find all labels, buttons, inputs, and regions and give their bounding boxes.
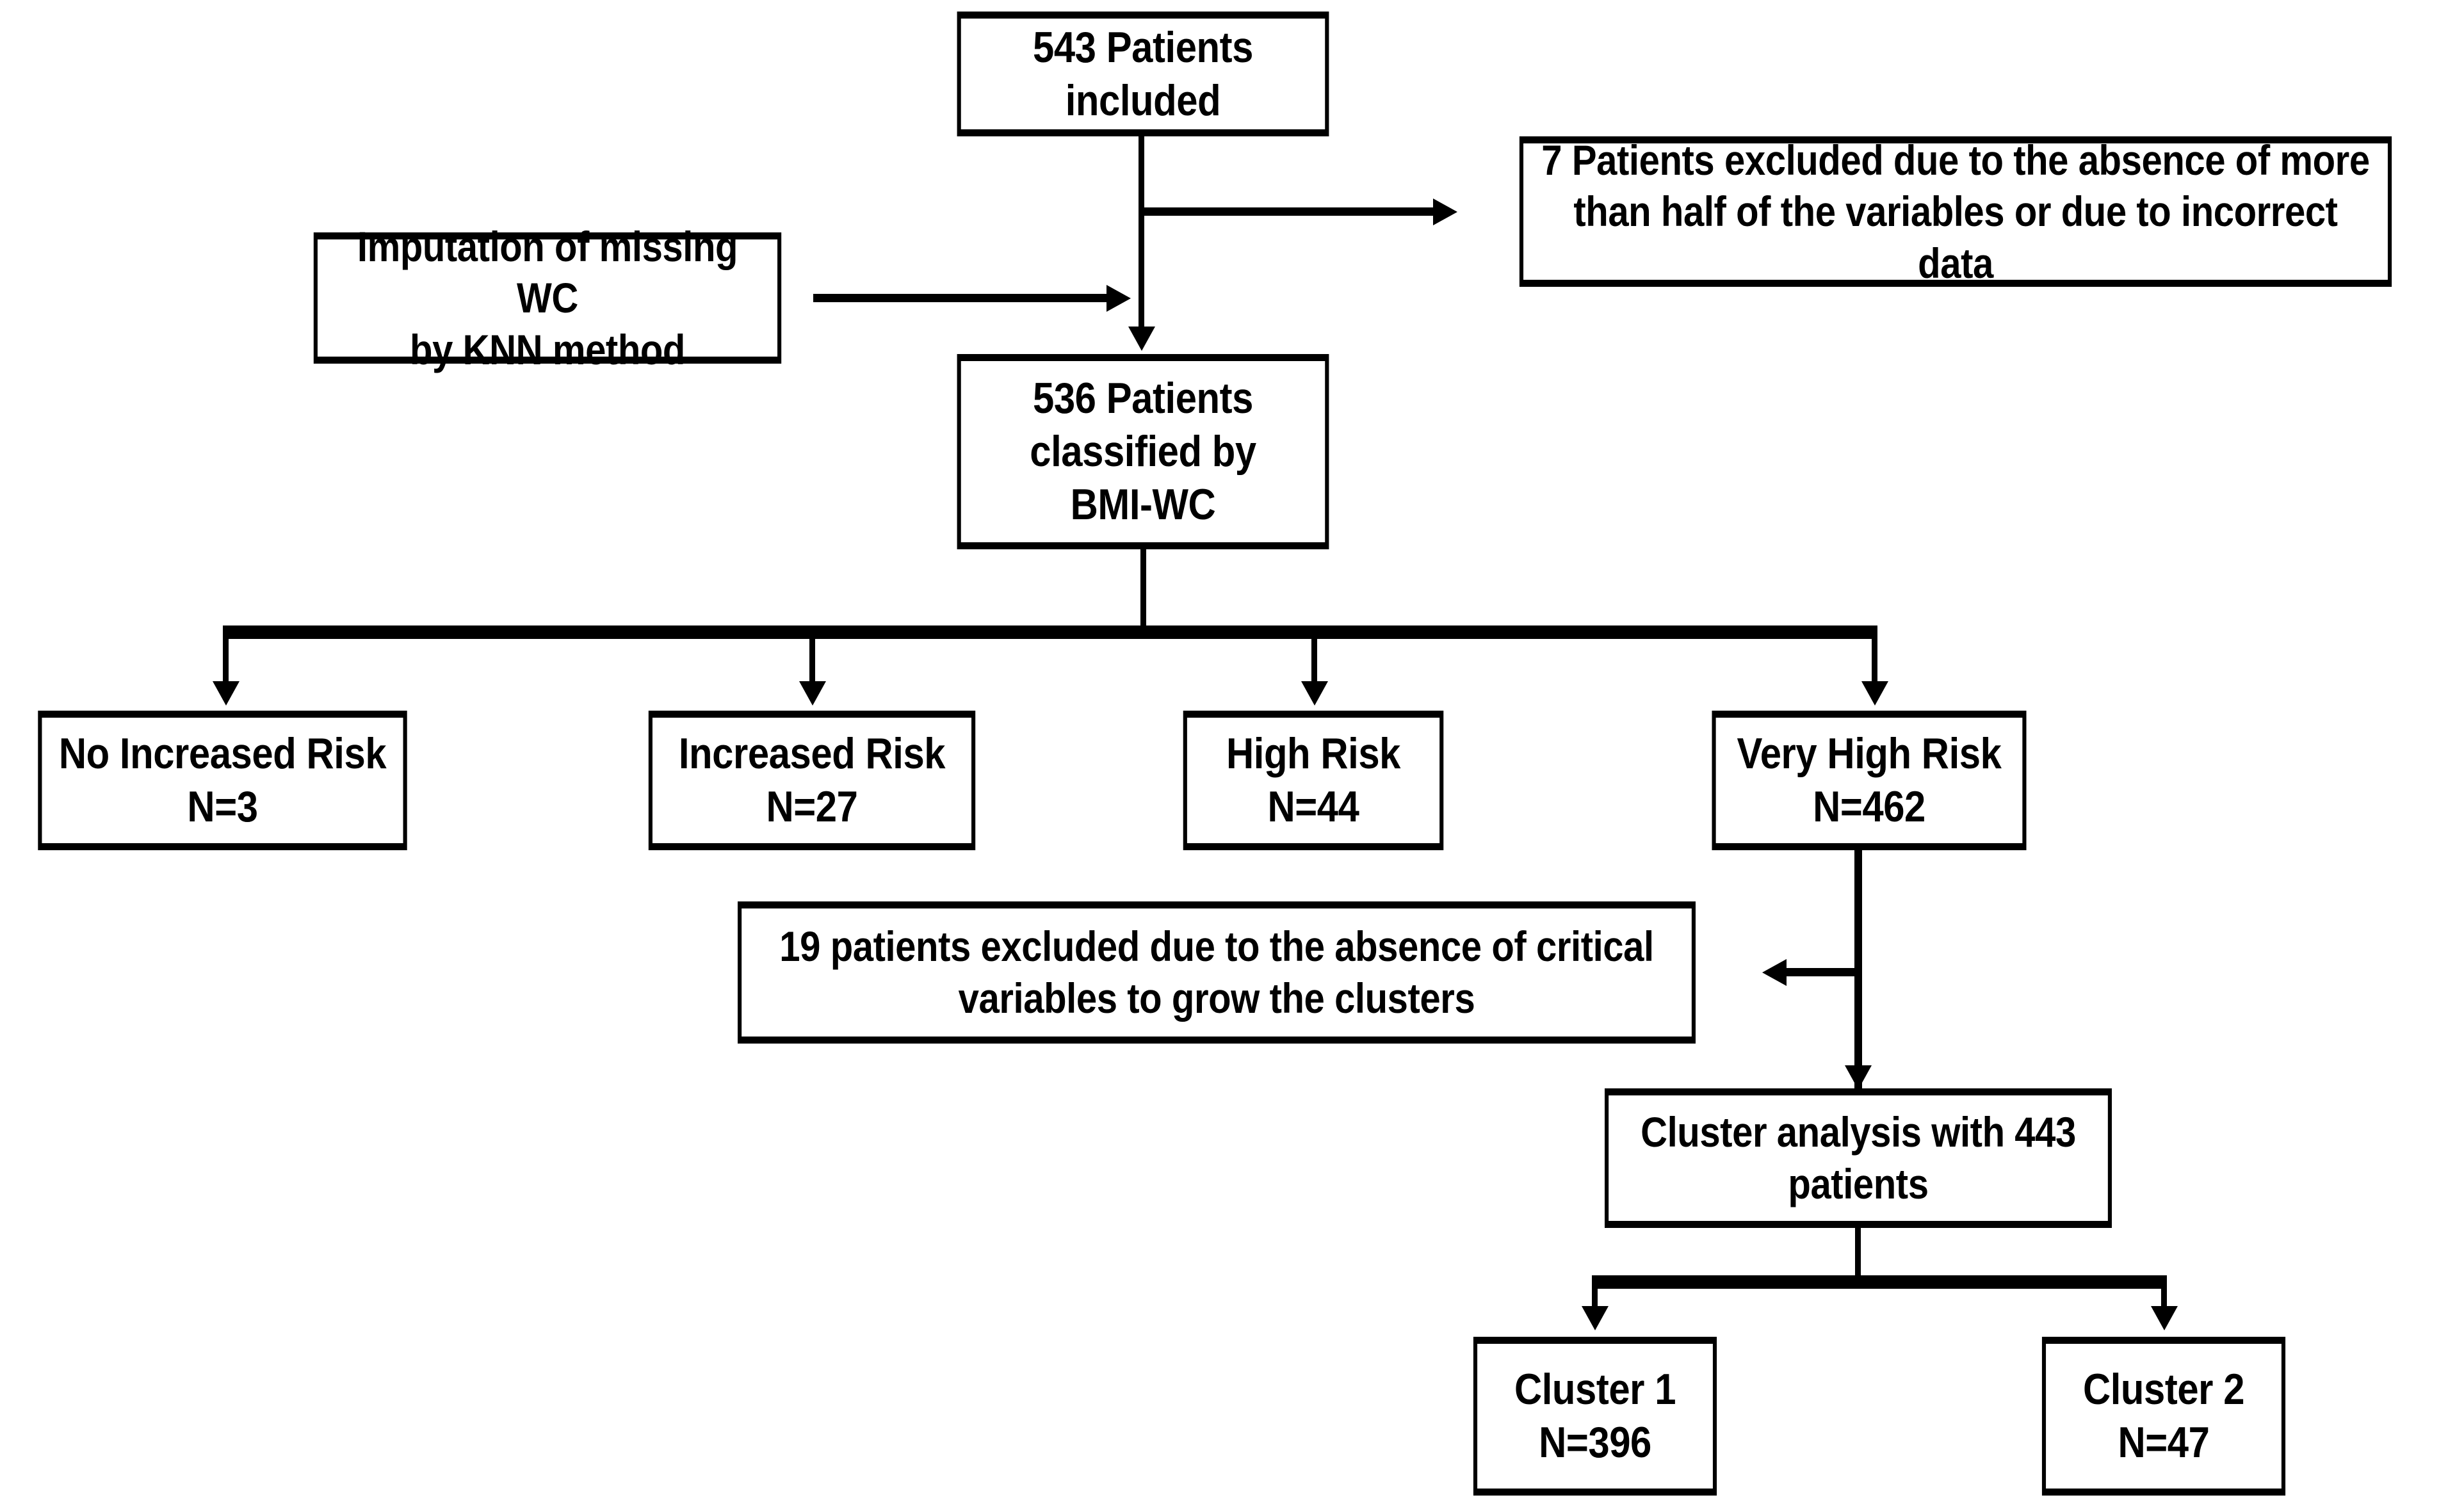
node-patients-classified[interactable]: 536 Patients classified by BMI-WC — [957, 354, 1329, 549]
node-cluster-analysis-label: Cluster analysis with 443 patients — [1641, 1108, 2076, 1207]
arrowhead-no-increased-risk — [213, 681, 239, 706]
node-risk-no-increased-label: No Increased Risk N=3 — [58, 729, 387, 831]
node-patients-included-label: 543 Patients included — [1033, 22, 1253, 125]
node-risk-very-high[interactable]: Very High Risk N=462 — [1712, 711, 2027, 850]
node-cluster-analysis[interactable]: Cluster analysis with 443 patients — [1605, 1088, 2112, 1228]
arrowhead-very-high-risk — [1861, 681, 1888, 706]
arrowhead-to-classified — [1128, 327, 1155, 351]
node-cluster-2-label: Cluster 2 N=47 — [2082, 1365, 2245, 1467]
arrowhead-to-excluded-critical — [1762, 959, 1787, 986]
node-patients-classified-label: 536 Patients classified by BMI-WC — [1030, 374, 1256, 529]
node-risk-no-increased[interactable]: No Increased Risk N=3 — [38, 711, 407, 850]
node-imputation[interactable]: Imputation of missing WC by KNN method — [313, 223, 782, 373]
node-cluster-2[interactable]: Cluster 2 N=47 — [2041, 1337, 2286, 1496]
arrowhead-to-excluded-initial — [1433, 198, 1457, 225]
node-risk-very-high-label: Very High Risk N=462 — [1737, 729, 2002, 831]
node-patients-excluded-initial[interactable]: 7 Patients excluded due to the absence o… — [1519, 136, 2392, 287]
connector-drop-increased-risk — [809, 633, 815, 684]
connector-drop-very-high-risk — [1872, 633, 1877, 684]
arrowhead-cluster-1 — [1582, 1306, 1609, 1330]
connector-drop-cluster-2 — [2161, 1282, 2167, 1309]
connector-classified-down — [1140, 549, 1146, 631]
node-risk-high-label: High Risk N=44 — [1226, 729, 1401, 831]
connector-to-excluded-initial — [1139, 207, 1434, 216]
node-patients-excluded-critical-label: 19 patients excluded due to the absence … — [779, 923, 1654, 1022]
connector-drop-high-risk — [1311, 633, 1317, 684]
arrowhead-to-cluster-analysis — [1845, 1065, 1872, 1090]
node-risk-increased[interactable]: Increased Risk N=27 — [648, 711, 976, 850]
arrowhead-increased-risk — [799, 681, 826, 706]
connector-cluster-distribution-bar — [1592, 1275, 2167, 1289]
connector-drop-cluster-1 — [1592, 1282, 1598, 1309]
node-cluster-1[interactable]: Cluster 1 N=396 — [1473, 1337, 1717, 1496]
arrowhead-high-risk — [1301, 681, 1328, 706]
node-patients-included[interactable]: 543 Patients included — [957, 12, 1329, 136]
arrowhead-cluster-2 — [2151, 1306, 2178, 1330]
connector-drop-no-increased-risk — [223, 633, 229, 684]
connector-imputation-to-trunk — [813, 294, 1108, 302]
node-imputation-label: Imputation of missing WC by KNN method — [357, 222, 738, 373]
arrowhead-imputation-to-trunk — [1106, 285, 1131, 312]
node-patients-excluded-critical[interactable]: 19 patients excluded due to the absence … — [738, 901, 1696, 1044]
connector-cluster-analysis-down — [1855, 1228, 1861, 1279]
node-risk-high[interactable]: High Risk N=44 — [1183, 711, 1444, 850]
node-patients-excluded-initial-label: 7 Patients excluded due to the absence o… — [1541, 136, 2370, 287]
node-risk-increased-label: Increased Risk N=27 — [678, 729, 946, 831]
connector-to-excluded-critical — [1787, 968, 1862, 976]
connector-included-trunk — [1139, 136, 1144, 328]
connector-risk-distribution-bar — [223, 625, 1877, 639]
node-cluster-1-label: Cluster 1 N=396 — [1514, 1365, 1676, 1467]
